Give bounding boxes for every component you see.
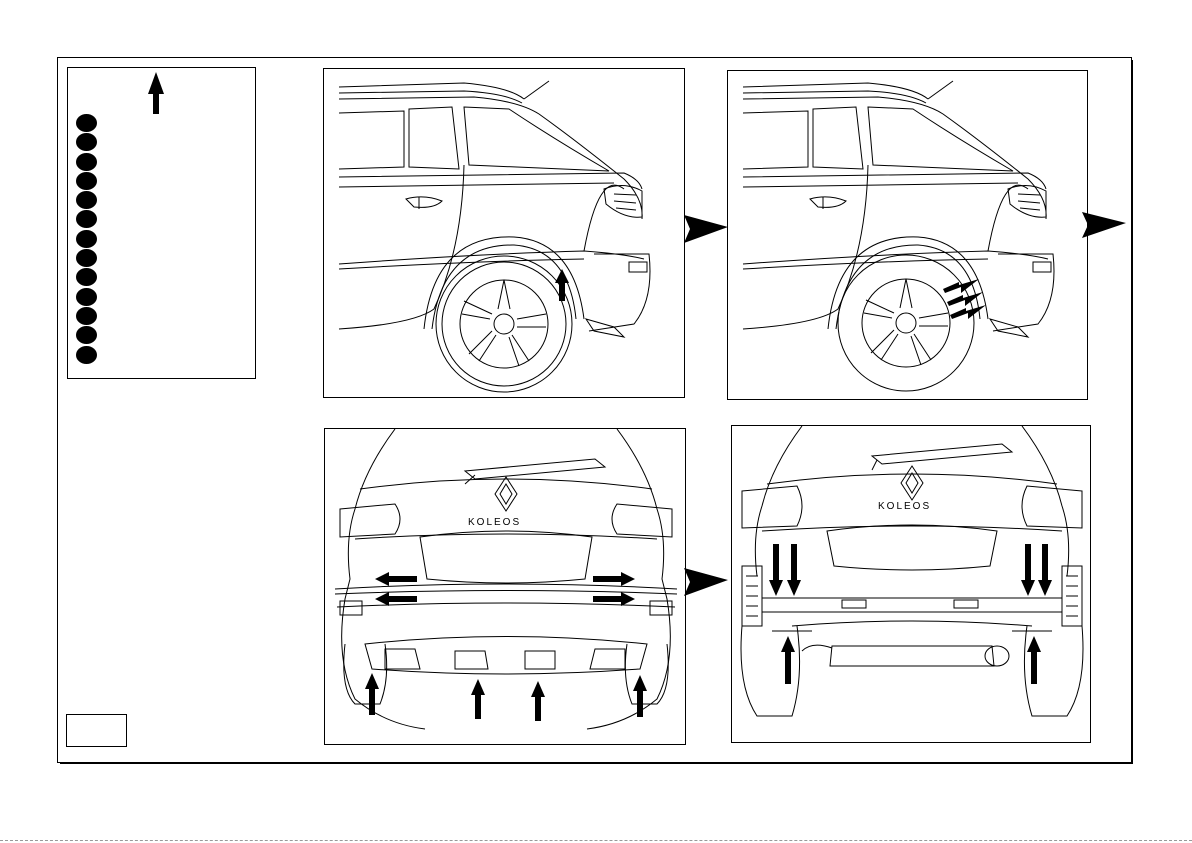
legend-item <box>76 230 100 249</box>
frame-shadow-right <box>1131 60 1133 764</box>
bottom-rule <box>0 840 1192 841</box>
arrow-right-icon <box>593 592 635 606</box>
arrow-down-icon <box>769 544 783 596</box>
badge-text: KOLEOS <box>878 501 931 512</box>
arrow-right-icon <box>950 305 986 323</box>
step-arrow-icon <box>684 215 728 243</box>
arrow-left-icon <box>375 572 417 586</box>
legend-dot-icon <box>76 191 97 209</box>
legend-item <box>76 346 100 365</box>
reference-box <box>66 714 127 747</box>
arrow-up-icon <box>1027 636 1041 684</box>
legend-item <box>76 114 100 133</box>
legend-item <box>76 172 100 191</box>
legend-dot-icon <box>76 288 97 306</box>
legend-item <box>76 268 100 287</box>
side-view-2-drawing <box>728 71 1088 400</box>
legend-dot-icon <box>76 153 97 171</box>
arrow-down-icon <box>1021 544 1035 596</box>
arrow-up-icon <box>531 681 545 721</box>
legend-item <box>76 191 100 210</box>
legend-dot-icon <box>76 307 97 325</box>
legend-dot-icon <box>76 230 97 248</box>
panel-side-view-2 <box>727 70 1088 400</box>
legend-dot-icon <box>76 326 97 344</box>
legend-dot-icon <box>76 172 97 190</box>
legend-item <box>76 133 100 152</box>
arrow-up-icon <box>781 636 795 684</box>
legend-dot-icon <box>76 114 97 132</box>
legend-box <box>67 67 256 379</box>
arrow-left-icon <box>375 592 417 606</box>
legend-dot-icon <box>76 249 97 267</box>
legend-item <box>76 288 100 307</box>
legend-dot-icon <box>76 133 97 151</box>
frame-shadow-bottom <box>60 762 1133 764</box>
step-arrow-icon <box>684 568 728 596</box>
panel-side-view-1 <box>323 68 685 398</box>
legend-item <box>76 249 100 268</box>
rear-view-1-drawing <box>325 429 686 745</box>
legend-item <box>76 307 100 326</box>
legend-dot-icon <box>76 346 97 364</box>
arrow-up-icon <box>471 679 485 719</box>
arrow-right-icon <box>593 572 635 586</box>
arrow-up-icon <box>365 673 379 715</box>
arrow-down-icon <box>787 544 801 596</box>
arrow-down-icon <box>1038 544 1052 596</box>
legend-arrow-icon <box>146 72 166 114</box>
panel-rear-view-2: KOLEOS <box>731 425 1091 743</box>
arrow-up-icon <box>633 675 647 717</box>
panel-rear-view-1: KOLEOS <box>324 428 686 745</box>
arrow-up-icon <box>555 269 569 301</box>
badge-text: KOLEOS <box>468 517 521 528</box>
legend-item <box>76 326 100 345</box>
legend-dot-icon <box>76 268 97 286</box>
legend-item <box>76 153 100 172</box>
step-arrow-icon <box>1082 212 1126 238</box>
legend-list <box>76 114 100 365</box>
legend-item <box>76 210 100 229</box>
legend-dot-icon <box>76 210 97 228</box>
side-view-1-drawing <box>324 69 685 398</box>
